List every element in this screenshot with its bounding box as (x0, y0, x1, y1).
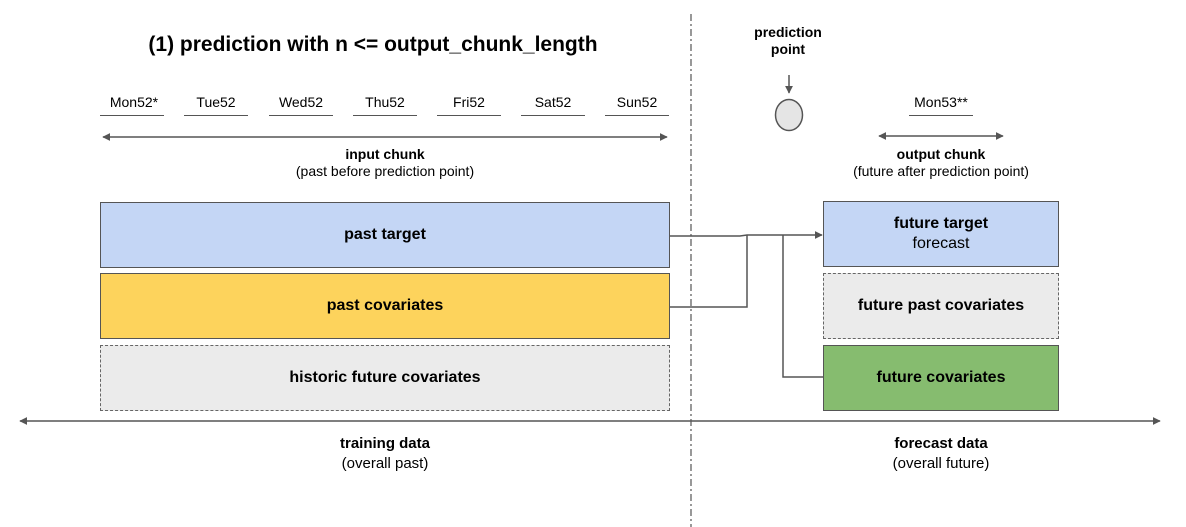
historic-future-covariates-label: historic future covariates (289, 369, 481, 386)
day-label-thu52: Thu52 (365, 94, 405, 110)
forecast-data-title: forecast data (894, 435, 988, 452)
day-underline (184, 115, 248, 116)
past-covariates-label: past covariates (326, 297, 444, 314)
training-data-title: training data (339, 435, 430, 452)
day-label-tue52: Tue52 (196, 94, 236, 110)
day-label-sat52: Sat52 (534, 94, 572, 110)
past-covariates-connector (670, 235, 748, 308)
day-label-mon53: Mon53** (914, 94, 968, 110)
forecast-data-caption: forecast data (overall future) (841, 434, 1041, 474)
future-target-box: future target forecast (823, 201, 1059, 267)
diagram-title: (1) prediction with n <= output_chunk_le… (148, 33, 598, 56)
training-data-caption: training data (overall past) (285, 434, 485, 474)
prediction-point-circle (774, 98, 804, 132)
day-label-sun52: Sun52 (616, 94, 658, 110)
past-target-box: past target (100, 202, 670, 268)
future-past-covariates-label: future past covariates (857, 297, 1025, 314)
past-covariates-box: past covariates (100, 273, 670, 339)
day-underline (909, 115, 973, 116)
day-label-mon52: Mon52* (109, 94, 159, 110)
input-chunk-caption: input chunk (past before prediction poin… (235, 146, 535, 180)
future-covariates-connector (782, 235, 823, 378)
day-underline (437, 115, 501, 116)
prediction-point-line1: prediction (754, 24, 822, 40)
past-target-connector (670, 231, 823, 239)
output-chunk-caption: output chunk (future after prediction po… (811, 146, 1071, 180)
training-data-subtitle: (overall past) (341, 455, 429, 472)
day-label-wed52: Wed52 (278, 94, 324, 110)
future-target-label: future target (893, 215, 989, 232)
input-chunk-subtitle: (past before prediction point) (295, 163, 475, 179)
future-covariates-box: future covariates (823, 345, 1059, 411)
input-chunk-title: input chunk (345, 146, 425, 162)
prediction-point-label: prediction point (728, 24, 848, 58)
day-underline (100, 115, 164, 116)
day-label-fri52: Fri52 (453, 94, 485, 110)
day-underline (269, 115, 333, 116)
future-covariates-label: future covariates (876, 369, 1006, 386)
day-underline (605, 115, 669, 116)
prediction-point-line2: point (770, 41, 806, 57)
future-target-sublabel: forecast (912, 235, 970, 252)
day-underline (521, 115, 585, 116)
output-chunk-subtitle: (future after prediction point) (853, 163, 1029, 179)
past-target-label: past target (344, 226, 426, 243)
historic-future-covariates-box: historic future covariates (100, 345, 670, 411)
future-past-covariates-box: future past covariates (823, 273, 1059, 339)
day-underline (353, 115, 417, 116)
output-chunk-title: output chunk (896, 146, 986, 162)
forecast-data-subtitle: (overall future) (892, 455, 990, 472)
